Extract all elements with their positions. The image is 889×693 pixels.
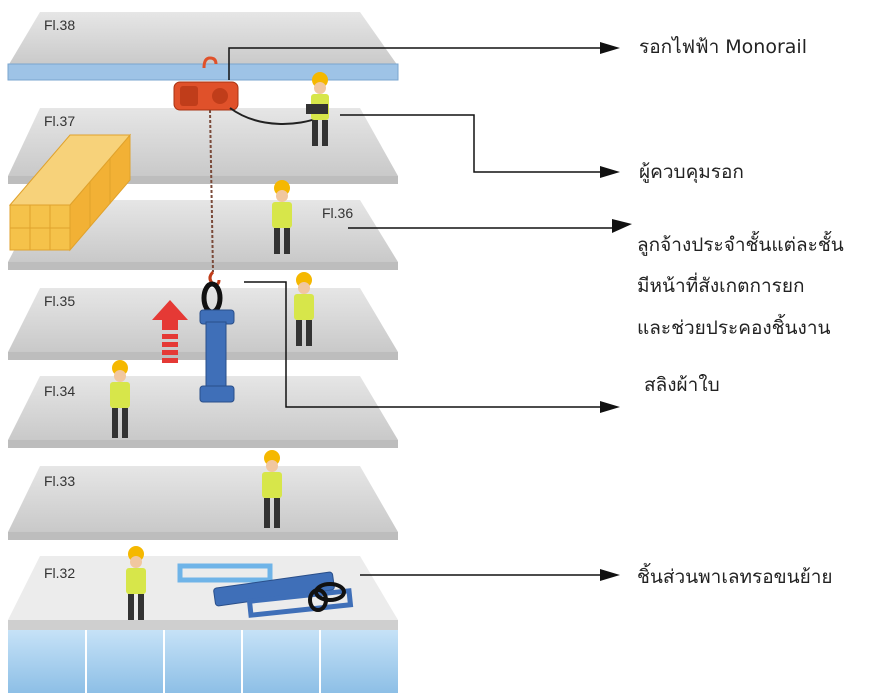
glass-facade (8, 630, 398, 693)
callout-floor-worker-line3: และช่วยประคองชิ้นงาน (637, 317, 831, 339)
leader-controller (340, 114, 620, 178)
floor-slab-33 (8, 466, 398, 540)
floor-label-35: Fl.35 (44, 293, 75, 309)
floor-label-38: Fl.38 (44, 17, 75, 33)
floor-slab-34 (8, 376, 398, 448)
floor-label-37: Fl.37 (44, 113, 75, 129)
lifted-part (199, 281, 235, 403)
floor-label-32: Fl.32 (44, 565, 75, 581)
floor-label-34: Fl.34 (44, 383, 75, 399)
worker-fl34 (110, 360, 130, 438)
leader-sling (244, 281, 620, 413)
worker-hoist-controller (306, 72, 329, 146)
worker-fl35 (294, 272, 314, 346)
callout-floor-worker-line1: ลูกจ้างประจำชั้นแต่ละชั้น (637, 234, 844, 256)
leader-monorail (228, 42, 620, 80)
callout-monorail-hoist: รอกไฟฟ้า Monorail (639, 36, 807, 58)
electric-hoist (173, 56, 239, 111)
callout-webbing-sling: สลิงผ้าใบ (644, 374, 720, 396)
worker-fl32 (126, 546, 146, 620)
leader-floor-worker (348, 219, 632, 233)
floor-slab-36 (8, 200, 398, 270)
floor-label-36: Fl.36 (322, 205, 353, 221)
callout-hoist-controller: ผู้ควบคุมรอก (639, 161, 744, 183)
worker-fl33 (262, 450, 282, 528)
lift-direction-arrow (152, 300, 188, 363)
worker-fl36 (272, 180, 292, 254)
callout-floor-worker-line2: มีหน้าที่สังเกตการยก (637, 275, 805, 297)
pallet-stack (8, 133, 132, 252)
floor-slab-32 (8, 556, 398, 630)
callout-pallet-parts: ชิ้นส่วนพาเลทรอขนย้าย (637, 566, 833, 588)
floor-label-33: Fl.33 (44, 473, 75, 489)
pallet-parts-pile (177, 563, 354, 618)
control-cable (229, 107, 319, 125)
leader-pallet-parts (360, 569, 620, 581)
hoist-chain (209, 109, 214, 273)
